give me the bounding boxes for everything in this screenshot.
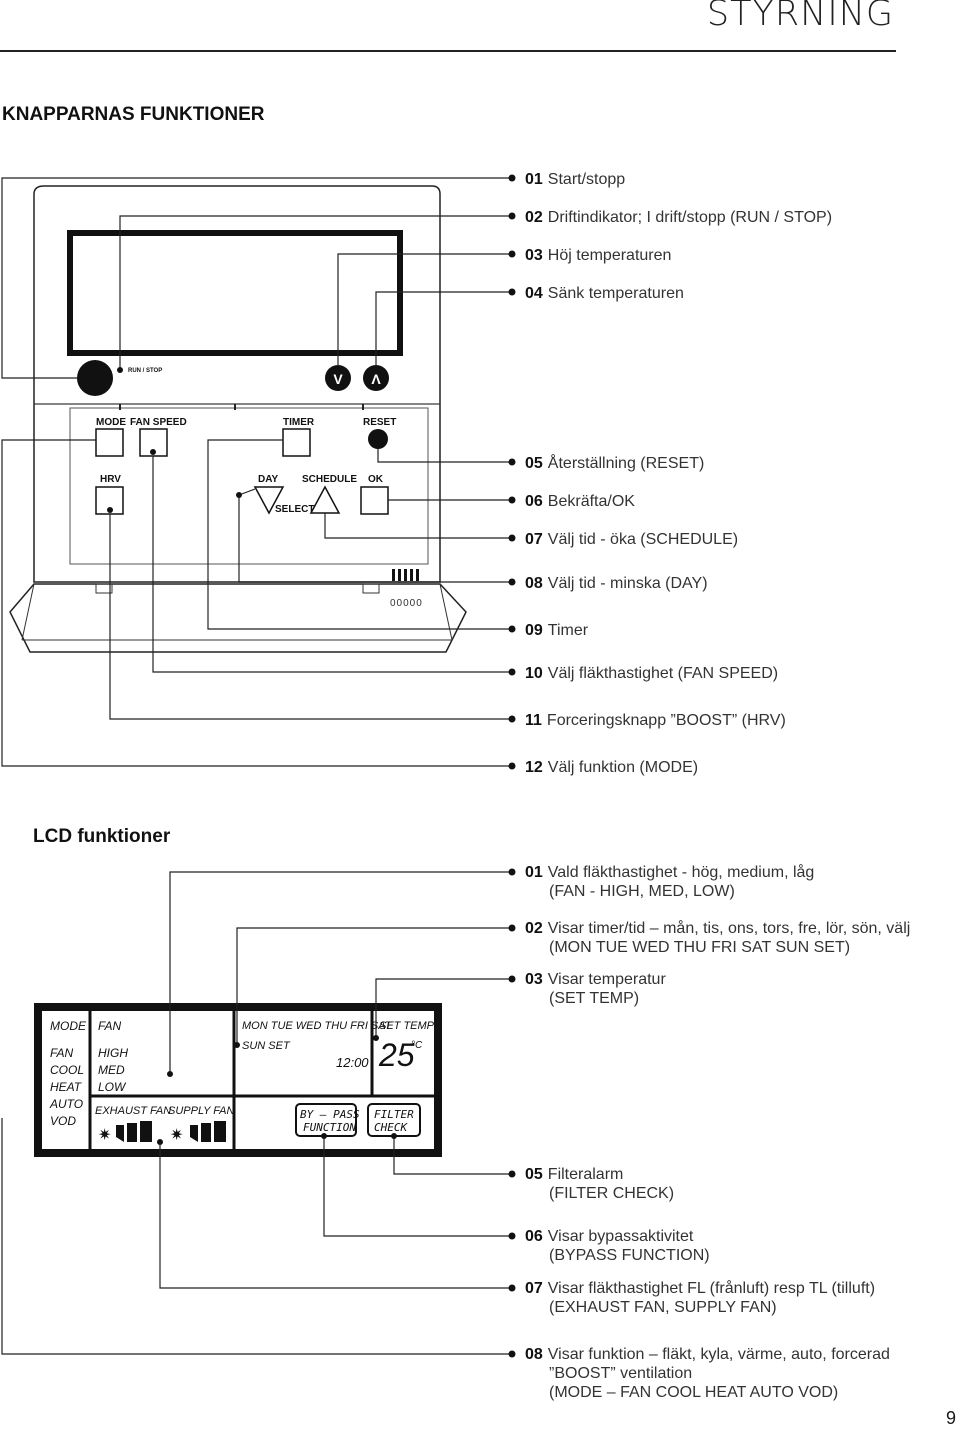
lcd-fan-label: FAN [98, 1019, 121, 1033]
lcd-bypass-1: BY – PASS [300, 1108, 360, 1121]
mode-label: MODE [96, 417, 126, 428]
temp-down-arrow: V [333, 371, 343, 387]
select-label: SELECT [275, 504, 314, 515]
lcd-mode-label: MODE [50, 1019, 87, 1033]
run-stop-label: RUN / STOP [128, 368, 162, 374]
lcd-mode-fan: FAN [50, 1046, 73, 1060]
temp-up-button [363, 365, 389, 391]
page-header-title: STYRNING [706, 0, 894, 34]
lcd-callout-lines [1, 871, 510, 1355]
lcd-fan-high: HIGH [98, 1046, 128, 1060]
button-callout-lines [1, 177, 510, 767]
lcd-mode-cool: COOL [50, 1063, 84, 1077]
lcd-mode-heat: HEAT [50, 1080, 83, 1094]
buttons-section-title: KNAPPARNAS FUNKTIONER [2, 104, 265, 125]
lcd-days-row2: SUN SET [242, 1040, 291, 1052]
mode-button [95, 428, 124, 457]
lcd-supply-fan: SUPPLY FAN [168, 1105, 234, 1117]
controller-diagram: RUN / STOP V Λ MODE FAN SPEED TIMER RESE… [1, 174, 516, 770]
page-number: 9 [945, 1408, 956, 1428]
schedule-label: SCHEDULE [302, 474, 357, 485]
lcd-fan-med: MED [98, 1063, 125, 1077]
button-callout-dots [107, 174, 516, 770]
button-panel [33, 403, 441, 583]
day-button [253, 486, 285, 515]
day-label: DAY [258, 474, 279, 485]
hrv-label: HRV [100, 474, 121, 485]
lcd-mode-auto: AUTO [49, 1097, 83, 1111]
temp-down-button [325, 365, 351, 391]
lcd-diagram: MODE FAN COOL HEAT AUTO VOD FAN HIGH MED… [1, 868, 516, 1358]
lcd-temperature: 25 [378, 1037, 415, 1073]
timer-label: TIMER [283, 417, 315, 428]
lcd-mode-vod: VOD [50, 1114, 76, 1128]
lcd-callout-dots [157, 868, 516, 1358]
lcd-bypass-2: FUNCTION [303, 1121, 356, 1134]
ok-label: OK [368, 474, 384, 485]
lcd-filter-1: FILTER [374, 1108, 414, 1121]
run-stop-button [77, 360, 113, 396]
button-panel-inner [69, 407, 429, 565]
indicator-dots: 00000 [390, 598, 423, 609]
reset-button [368, 429, 388, 449]
lcd-exhaust-fan: EXHAUST FAN [95, 1105, 171, 1117]
reset-label: RESET [363, 417, 396, 428]
exhaust-fan-icon: ✷ [98, 1127, 111, 1144]
controller-screen [67, 230, 403, 356]
lcd-set-temp: SET TEMP [379, 1020, 435, 1032]
schedule-button [309, 485, 341, 514]
lcd-section-title: LCD funktioner [33, 826, 171, 847]
temp-up-arrow: Λ [371, 371, 381, 387]
header-rule [0, 50, 896, 52]
lcd-filter-2: CHECK [374, 1121, 408, 1134]
supply-fan-icon: ✷ [170, 1127, 183, 1144]
lcd-time: 12:00 [336, 1055, 369, 1070]
lcd-days-row1: MON TUE WED THU FRI SAT [242, 1020, 393, 1032]
lcd-unit: °C [411, 1040, 423, 1051]
lcd-fan-low: LOW [98, 1080, 127, 1094]
timer-button [282, 428, 311, 457]
fan-speed-label: FAN SPEED [130, 417, 187, 428]
ok-button [360, 486, 389, 515]
controller-tray [9, 583, 467, 653]
